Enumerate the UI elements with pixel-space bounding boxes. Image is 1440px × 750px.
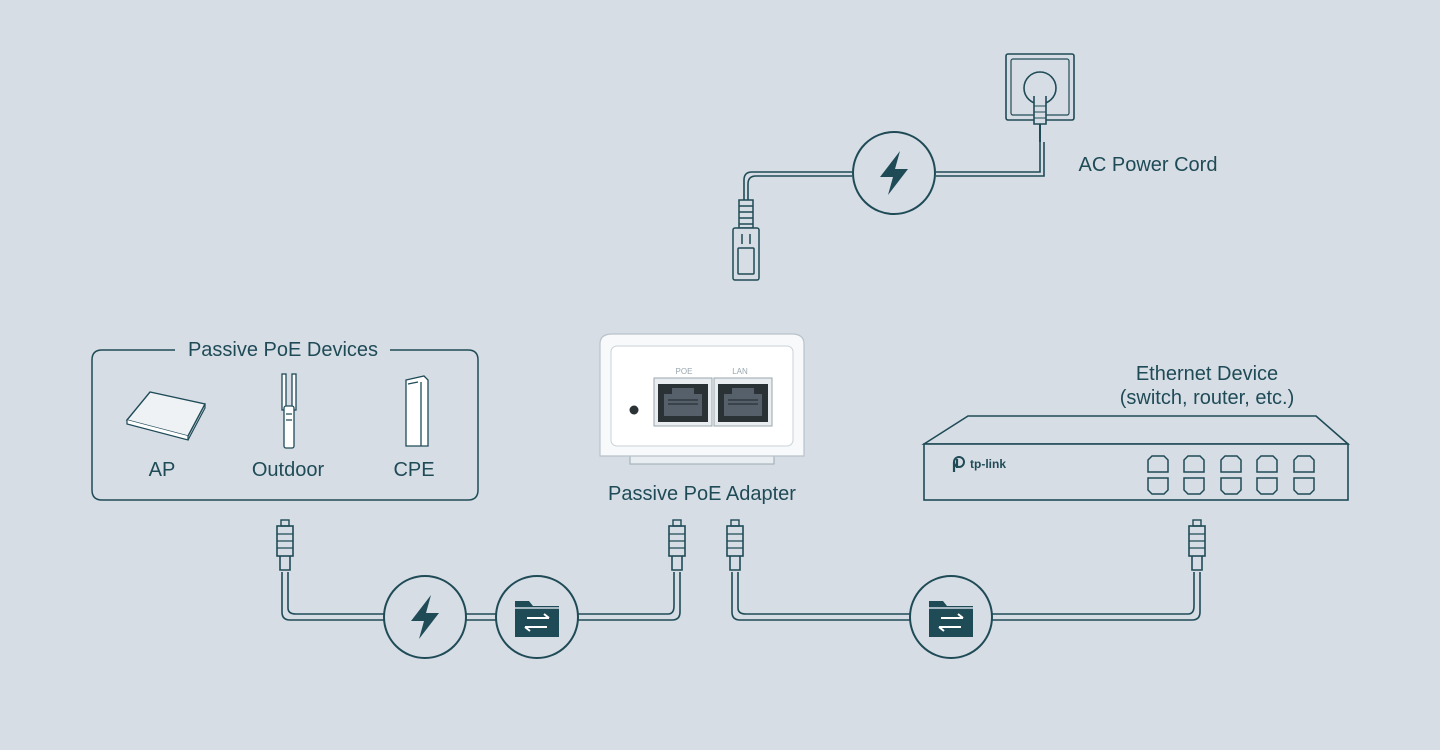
ap-label: AP — [149, 459, 176, 481]
ac-power-cable — [743, 142, 1045, 200]
iec-connector-icon — [732, 199, 760, 281]
network-switch-icon — [921, 415, 1351, 501]
rj45-plug-icon — [668, 519, 686, 571]
rj45-plug-icon — [726, 519, 744, 571]
switch-brand-label: tp-link — [970, 457, 1006, 471]
ac-power-cord-label: AC Power Cord — [1079, 154, 1218, 176]
ethernet-device-label: Ethernet Device — [1136, 363, 1278, 385]
data-transfer-icon — [909, 575, 993, 659]
access-point-icon — [125, 391, 207, 441]
power-icon — [383, 575, 467, 659]
tp-link-logo-icon — [952, 456, 965, 472]
passive-poe-devices-title: Passive PoE Devices — [188, 339, 378, 361]
adapter-label: Passive PoE Adapter — [608, 483, 796, 505]
passive-poe-adapter — [599, 333, 805, 465]
poe-port — [658, 384, 708, 422]
passive-poe-devices-group — [91, 349, 479, 501]
power-icon — [852, 131, 936, 215]
outdoor-ap-icon — [281, 373, 297, 449]
ethernet-device-sublabel: (switch, router, etc.) — [1120, 387, 1295, 409]
wall-outlet-icon — [1005, 53, 1075, 142]
cpe-icon — [405, 375, 429, 447]
outdoor-label: Outdoor — [252, 459, 325, 481]
poe-port-label: POE — [676, 367, 693, 376]
cpe-label: CPE — [393, 459, 434, 481]
lan-port — [718, 384, 768, 422]
rj45-plug-icon — [1188, 519, 1206, 571]
rj45-plug-icon — [276, 519, 294, 571]
poe-cable — [281, 572, 681, 621]
lan-cable — [731, 572, 1201, 621]
data-transfer-icon — [495, 575, 579, 659]
lan-port-label: LAN — [732, 367, 748, 376]
